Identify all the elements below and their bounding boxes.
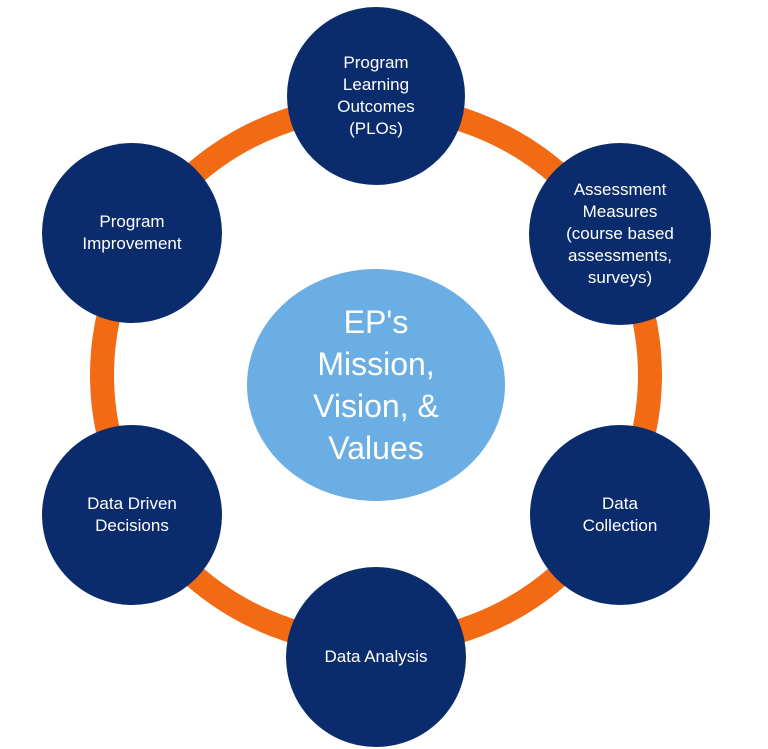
node-assessment-measures: Assessment Measures (course based assess… — [529, 143, 711, 325]
node-label-plos: Program Learning Outcomes (PLOs) — [337, 53, 415, 138]
node-program-improvement: Program Improvement — [42, 143, 222, 323]
center-label: EP's Mission, Vision, & Values — [313, 304, 439, 466]
node-label-assessment: Assessment Measures (course based assess… — [566, 180, 674, 287]
node-label-improvement: Program Improvement — [82, 212, 182, 253]
node-data-collection: Data Collection — [530, 425, 710, 605]
center-mission-circle: EP's Mission, Vision, & Values — [247, 269, 505, 501]
node-data-analysis: Data Analysis — [286, 567, 466, 747]
node-label-collection: Data Collection — [582, 494, 658, 535]
node-label-analysis: Data Analysis — [324, 647, 428, 666]
node-label-decisions: Data Driven Decisions — [87, 494, 177, 535]
node-data-driven-decisions: Data Driven Decisions — [42, 425, 222, 605]
node-program-learning-outcomes: Program Learning Outcomes (PLOs) — [287, 7, 465, 185]
